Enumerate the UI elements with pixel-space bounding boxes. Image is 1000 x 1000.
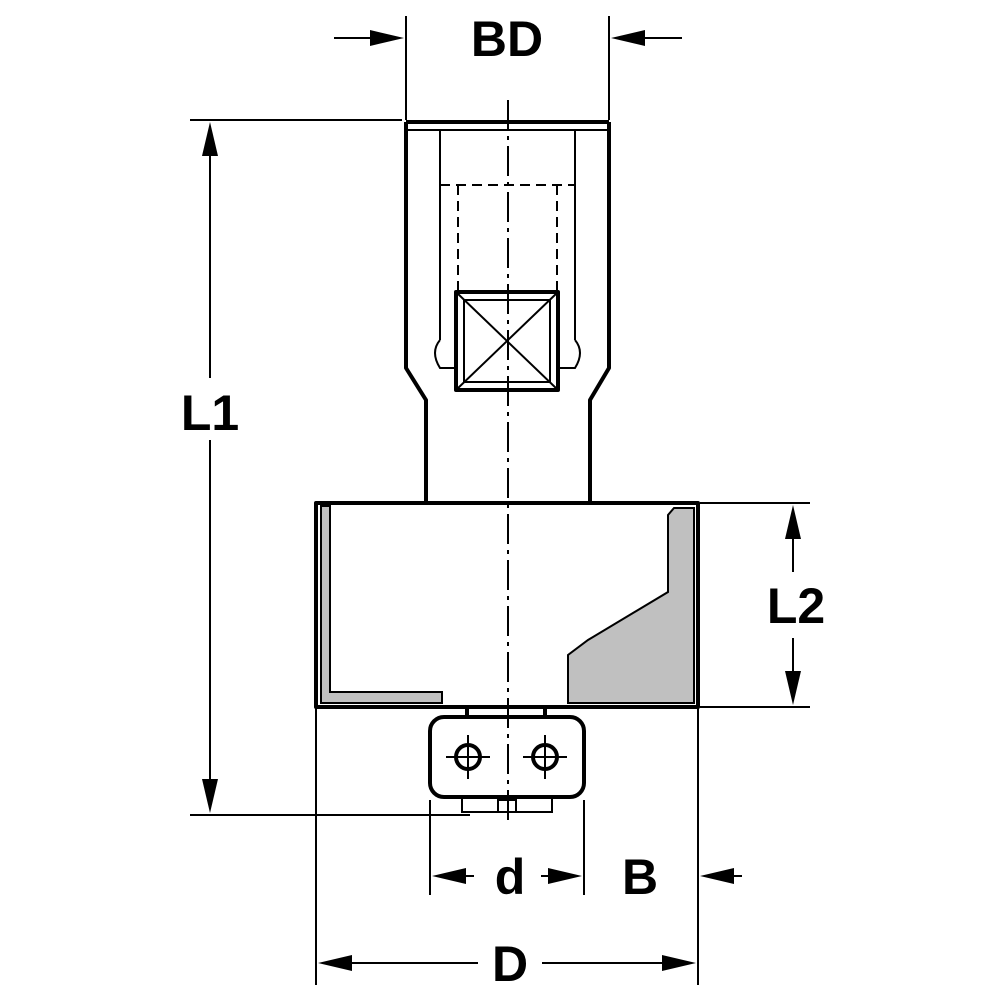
label-d-small: d <box>495 849 526 905</box>
dimension-d-small: d <box>429 800 585 905</box>
label-l2: L2 <box>767 578 825 634</box>
label-b: B <box>622 849 658 905</box>
dimension-b: B <box>622 707 742 985</box>
bearing-screw-left <box>446 735 490 779</box>
label-l1: L1 <box>181 385 239 441</box>
left-insert <box>320 505 443 704</box>
dimension-l1: L1 <box>181 119 470 816</box>
right-insert <box>567 507 695 704</box>
dimension-l2: L2 <box>700 502 825 708</box>
dimension-d: D <box>315 707 696 992</box>
label-d: D <box>492 936 528 992</box>
bearing-screw-right <box>523 735 567 779</box>
dimension-bd: BD <box>334 11 682 120</box>
label-bd: BD <box>471 11 543 67</box>
